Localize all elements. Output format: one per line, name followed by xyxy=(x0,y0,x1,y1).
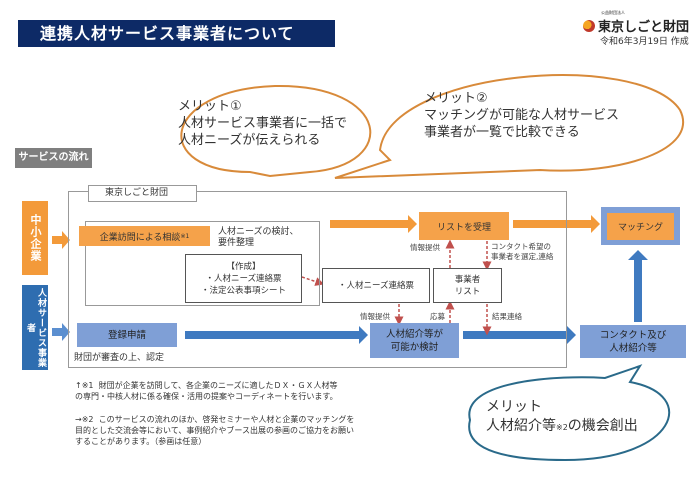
consider-box: 人材紹介等が可能か検討 xyxy=(370,323,459,358)
merit3-note: ※2 xyxy=(556,423,568,432)
merit1-text: メリット① 人材サービス事業者に一括で 人材ニーズが伝えられる xyxy=(178,98,347,149)
merit3-line-end: の機会創出 xyxy=(567,418,638,434)
contact-line: 人材紹介等 xyxy=(609,342,657,354)
section-label: サービスの流れ xyxy=(15,148,92,168)
merit2-line: 事業者が一覧で比較できる xyxy=(424,125,580,140)
note-line: 財団が企業を訪問して、各企業のニーズに適したＤＸ・ＧＸ人材等 xyxy=(98,381,338,390)
approval-text: 財団が審査の上、認定 xyxy=(74,353,165,363)
note-line: 目的とした交流会等において、事例紹介やブース出展の参画のご協力をお願い xyxy=(75,426,354,435)
agency-list-box: 事業者リスト xyxy=(433,268,502,303)
receive-list-box: リストを受理 xyxy=(419,212,509,240)
merit3-bubble xyxy=(468,364,671,462)
agency-arrow xyxy=(52,323,70,341)
note-1: ↑※1 財団が企業を訪問して、各企業のニーズに適したＤＸ・ＧＸ人材等 の専門・中… xyxy=(75,380,338,402)
arrow-to-consider xyxy=(185,326,368,344)
merit3-title: メリット xyxy=(486,399,542,415)
needs-form-box: ・人材ニーズ連絡票 xyxy=(322,268,430,303)
consider-line: 人材紹介等が xyxy=(385,328,443,340)
merit2-title: メリット② xyxy=(424,91,488,106)
foundation-label: 東京しごと財団 xyxy=(88,185,197,202)
merit2-bubble xyxy=(334,74,684,179)
note-line: このサービスの流れのほか、啓発セミナーや人材と企業のマッチングを xyxy=(98,415,355,424)
consult-note: ※1 xyxy=(180,232,190,240)
matching-box: マッチング xyxy=(607,213,674,240)
needs-review-line: 要件整理 xyxy=(218,238,255,248)
consult-frame xyxy=(85,221,320,306)
arrow-to-contact xyxy=(463,326,576,344)
create-item: ・法定公表事項シート xyxy=(200,285,286,296)
logo: 公益財団法人東京しごと財団 xyxy=(583,10,689,35)
label-result: 結果連絡 xyxy=(492,312,522,321)
merit1-line: 人材サービス事業者に一括で xyxy=(178,116,348,131)
merit2-line: マッチングが可能な人材サービス xyxy=(424,108,620,123)
note-mark: →※2 xyxy=(75,415,94,424)
agency-list-line: 事業者 xyxy=(454,274,481,285)
sme-arrow xyxy=(52,231,70,249)
arrow-to-list xyxy=(330,215,417,233)
page-title: 連携人材サービス事業者について xyxy=(18,20,335,47)
contact-line: コンタクト及び xyxy=(599,329,667,341)
arrow-to-matching xyxy=(513,215,600,233)
actor-agency: 人材サービス事業者 xyxy=(22,285,48,370)
note-line: することがあります。（参画は任意） xyxy=(75,437,207,446)
label-contact-wish: コンタクト希望の事業者を選定,連絡 xyxy=(491,242,553,262)
label-info2: 情報提供 xyxy=(360,312,390,321)
consider-line: 可能か検討 xyxy=(390,341,439,353)
arrow-up-matching xyxy=(628,250,648,322)
merit2-text: メリット② マッチングが可能な人材サービス 事業者が一覧で比較できる xyxy=(424,90,619,141)
needs-review: 人材ニーズの検討、要件整理 xyxy=(218,227,299,249)
note-2: →※2 このサービスの流れのほか、啓発セミナーや人材と企業のマッチングを 目的と… xyxy=(75,414,354,447)
consult-box: 企業訪問による相談※1 xyxy=(79,226,210,246)
needs-review-line: 人材ニーズの検討、 xyxy=(218,227,299,237)
note-mark: ↑※1 xyxy=(75,381,94,390)
label-apply: 応募 xyxy=(430,312,445,321)
agency-list-line: リスト xyxy=(454,286,481,297)
create-item: ・人材ニーズ連絡票 xyxy=(205,273,282,284)
merit1-bubble xyxy=(180,84,372,178)
create-title: 【作成】 xyxy=(226,261,261,272)
logo-text: 東京しごと財団 xyxy=(598,20,690,35)
contact-box: コンタクト及び人材紹介等 xyxy=(580,325,686,358)
label-line: 事業者を選定,連絡 xyxy=(491,252,554,261)
merit1-title: メリット① xyxy=(178,99,242,114)
logo-mark-icon xyxy=(583,20,595,32)
logo-subtitle: 公益財団法人 xyxy=(601,10,625,15)
consult-label: 企業訪問による相談 xyxy=(99,232,181,243)
label-line: コンタクト希望の xyxy=(491,242,551,251)
register-box: 登録申請 xyxy=(77,323,177,347)
actor-sme: 中小企業 xyxy=(22,201,48,275)
label-info1: 情報提供 xyxy=(410,243,440,252)
merit3-line: 人材紹介等 xyxy=(486,418,556,434)
foundation-frame xyxy=(68,191,567,368)
merit3-text: メリット 人材紹介等※2の機会創出 xyxy=(486,398,638,437)
create-box: 【作成】・人材ニーズ連絡票・法定公表事項シート xyxy=(185,254,302,303)
merit1-line: 人材ニーズが伝えられる xyxy=(178,133,321,148)
note-line: の専門・中核人材に係る確保・活用の提案やコーディネートを行います。 xyxy=(75,392,338,401)
created-date: 令和6年3月19日 作成 xyxy=(600,37,689,47)
